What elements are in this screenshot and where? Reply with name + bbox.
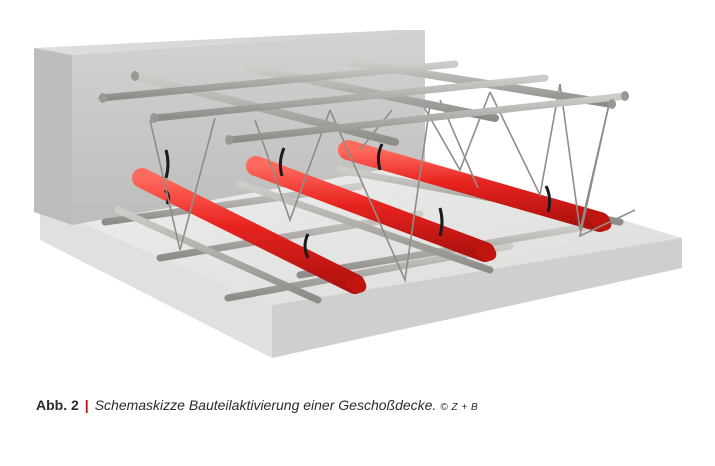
support: [254, 109, 331, 223]
bottom-rebar: [224, 242, 514, 302]
caption-separator: |: [84, 397, 89, 413]
tie: [278, 147, 286, 177]
support: [489, 83, 561, 198]
caption-credit: © Z + B: [440, 402, 479, 413]
top-rebar: [98, 60, 459, 102]
support: [149, 117, 216, 251]
figure-caption: Abb. 2 | Schemaskizze Bauteilaktivierung e…: [36, 397, 696, 413]
tie: [438, 207, 444, 237]
pipe-3: [338, 140, 612, 232]
caption-label: Abb. 2: [36, 397, 79, 413]
heating-pipes: [132, 140, 612, 294]
top-rebar: [151, 74, 549, 122]
illustration: [34, 30, 682, 358]
tie: [303, 233, 310, 259]
support: [359, 109, 393, 151]
caption-text: Schemaskizze Bauteilaktivierung einer Ge…: [94, 397, 437, 413]
top-rebar: [226, 92, 629, 144]
bottom-rebar: [296, 222, 594, 279]
tie: [164, 149, 170, 179]
tie: [376, 143, 384, 171]
bottom-rebar: [114, 206, 322, 304]
pipe-2: [246, 156, 497, 262]
tie: [544, 185, 552, 213]
support: [329, 104, 431, 283]
support: [578, 99, 636, 238]
pipe-1: [132, 168, 367, 294]
rebar-ends: [99, 71, 629, 145]
cable-ties: [163, 143, 552, 259]
top-rebar-grid: [98, 58, 629, 146]
